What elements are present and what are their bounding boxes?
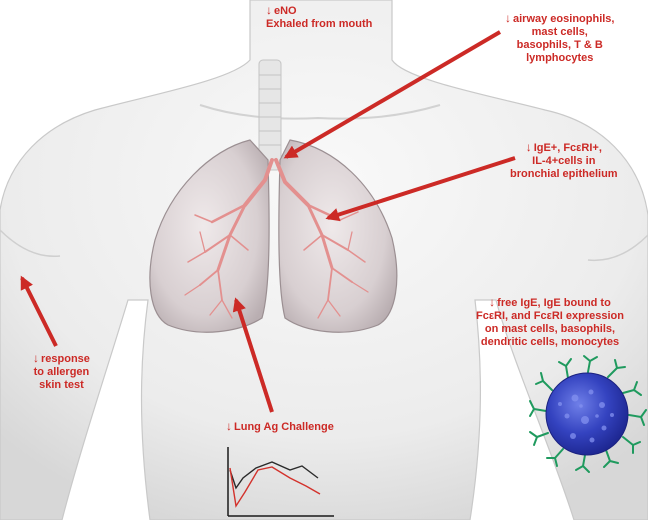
cell-texture bbox=[558, 389, 614, 443]
down-arrow-icon: ↓ bbox=[226, 419, 232, 433]
bronchial-tree bbox=[184, 158, 369, 319]
arrow-skin-test bbox=[20, 275, 58, 347]
down-arrow-icon: ↓ bbox=[266, 3, 272, 17]
down-arrow-icon: ↓ bbox=[33, 351, 39, 365]
trachea bbox=[258, 59, 282, 171]
label-ige-epithelium: ↓IgE+, FcεRI+, IL-4+cells in bronchial e… bbox=[510, 140, 618, 181]
curve-black bbox=[229, 461, 319, 490]
left-lung bbox=[149, 139, 270, 333]
down-arrow-icon: ↓ bbox=[489, 295, 496, 309]
arrow-airway bbox=[283, 30, 502, 159]
label-eno: ↓eNO Exhaled from mouth bbox=[266, 3, 373, 31]
arrow-lung-challenge bbox=[232, 297, 274, 413]
label-lung-challenge: ↓Lung Ag Challenge bbox=[226, 419, 334, 434]
down-arrow-icon: ↓ bbox=[505, 11, 511, 25]
cell-receptors bbox=[529, 355, 647, 473]
label-free-ige: ↓free IgE, IgE bound to FcεRI, and FcεRI… bbox=[476, 295, 624, 349]
cell-body bbox=[545, 372, 629, 456]
right-lung bbox=[278, 139, 398, 333]
label-skin-test: ↓response to allergen skin test bbox=[33, 351, 90, 392]
label-airway-cells: ↓airway eosinophils, mast cells, basophi… bbox=[505, 11, 615, 65]
immune-cell bbox=[529, 355, 647, 473]
arrow-epithelium bbox=[325, 156, 516, 222]
curve-red bbox=[229, 466, 321, 508]
challenge-response-plot bbox=[227, 447, 334, 517]
down-arrow-icon: ↓ bbox=[525, 140, 532, 154]
